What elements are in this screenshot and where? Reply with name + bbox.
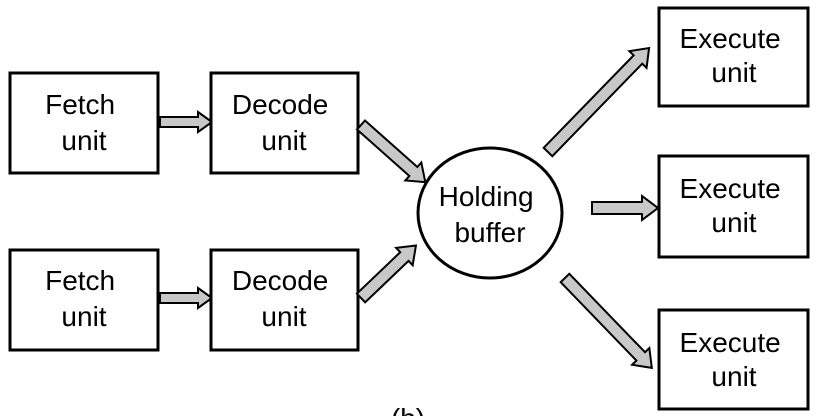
execute-unit-top-box <box>657 6 810 108</box>
decode-unit-top-label: Decode unit <box>232 89 336 156</box>
arrow-fetch-to-decode-top <box>159 110 214 134</box>
arrow-decode-top-to-buffer <box>355 119 427 184</box>
figure-caption: (b) <box>391 403 425 416</box>
decode-unit-bottom-label: Decode unit <box>232 265 336 332</box>
holding-buffer-label: Holding buffer <box>439 181 542 248</box>
execute-unit-top-label: Execute unit <box>680 23 789 88</box>
arrow-buffer-to-execute-bottom <box>559 272 653 370</box>
execute-unit-middle-label: Execute unit <box>680 173 789 238</box>
arrow-decode-bottom-to-buffer <box>355 244 418 304</box>
decode-unit-top-box <box>209 71 360 175</box>
decode-unit-bottom-box <box>209 248 360 352</box>
fetch-unit-top-box <box>8 71 160 175</box>
execute-unit-bottom-label: Execute unit <box>680 327 789 392</box>
arrow-buffer-to-execute-middle <box>591 194 660 222</box>
execute-unit-bottom-box <box>657 308 810 411</box>
fetch-unit-top-label: Fetch unit <box>45 89 123 156</box>
fetch-unit-bottom-label: Fetch unit <box>45 265 123 332</box>
fetch-unit-bottom-box <box>8 248 160 352</box>
arrow-fetch-to-decode-bottom <box>159 286 214 310</box>
execute-unit-middle-box <box>657 154 810 259</box>
holding-buffer-ellipse <box>416 146 564 280</box>
arrow-buffer-to-execute-top <box>542 46 651 158</box>
